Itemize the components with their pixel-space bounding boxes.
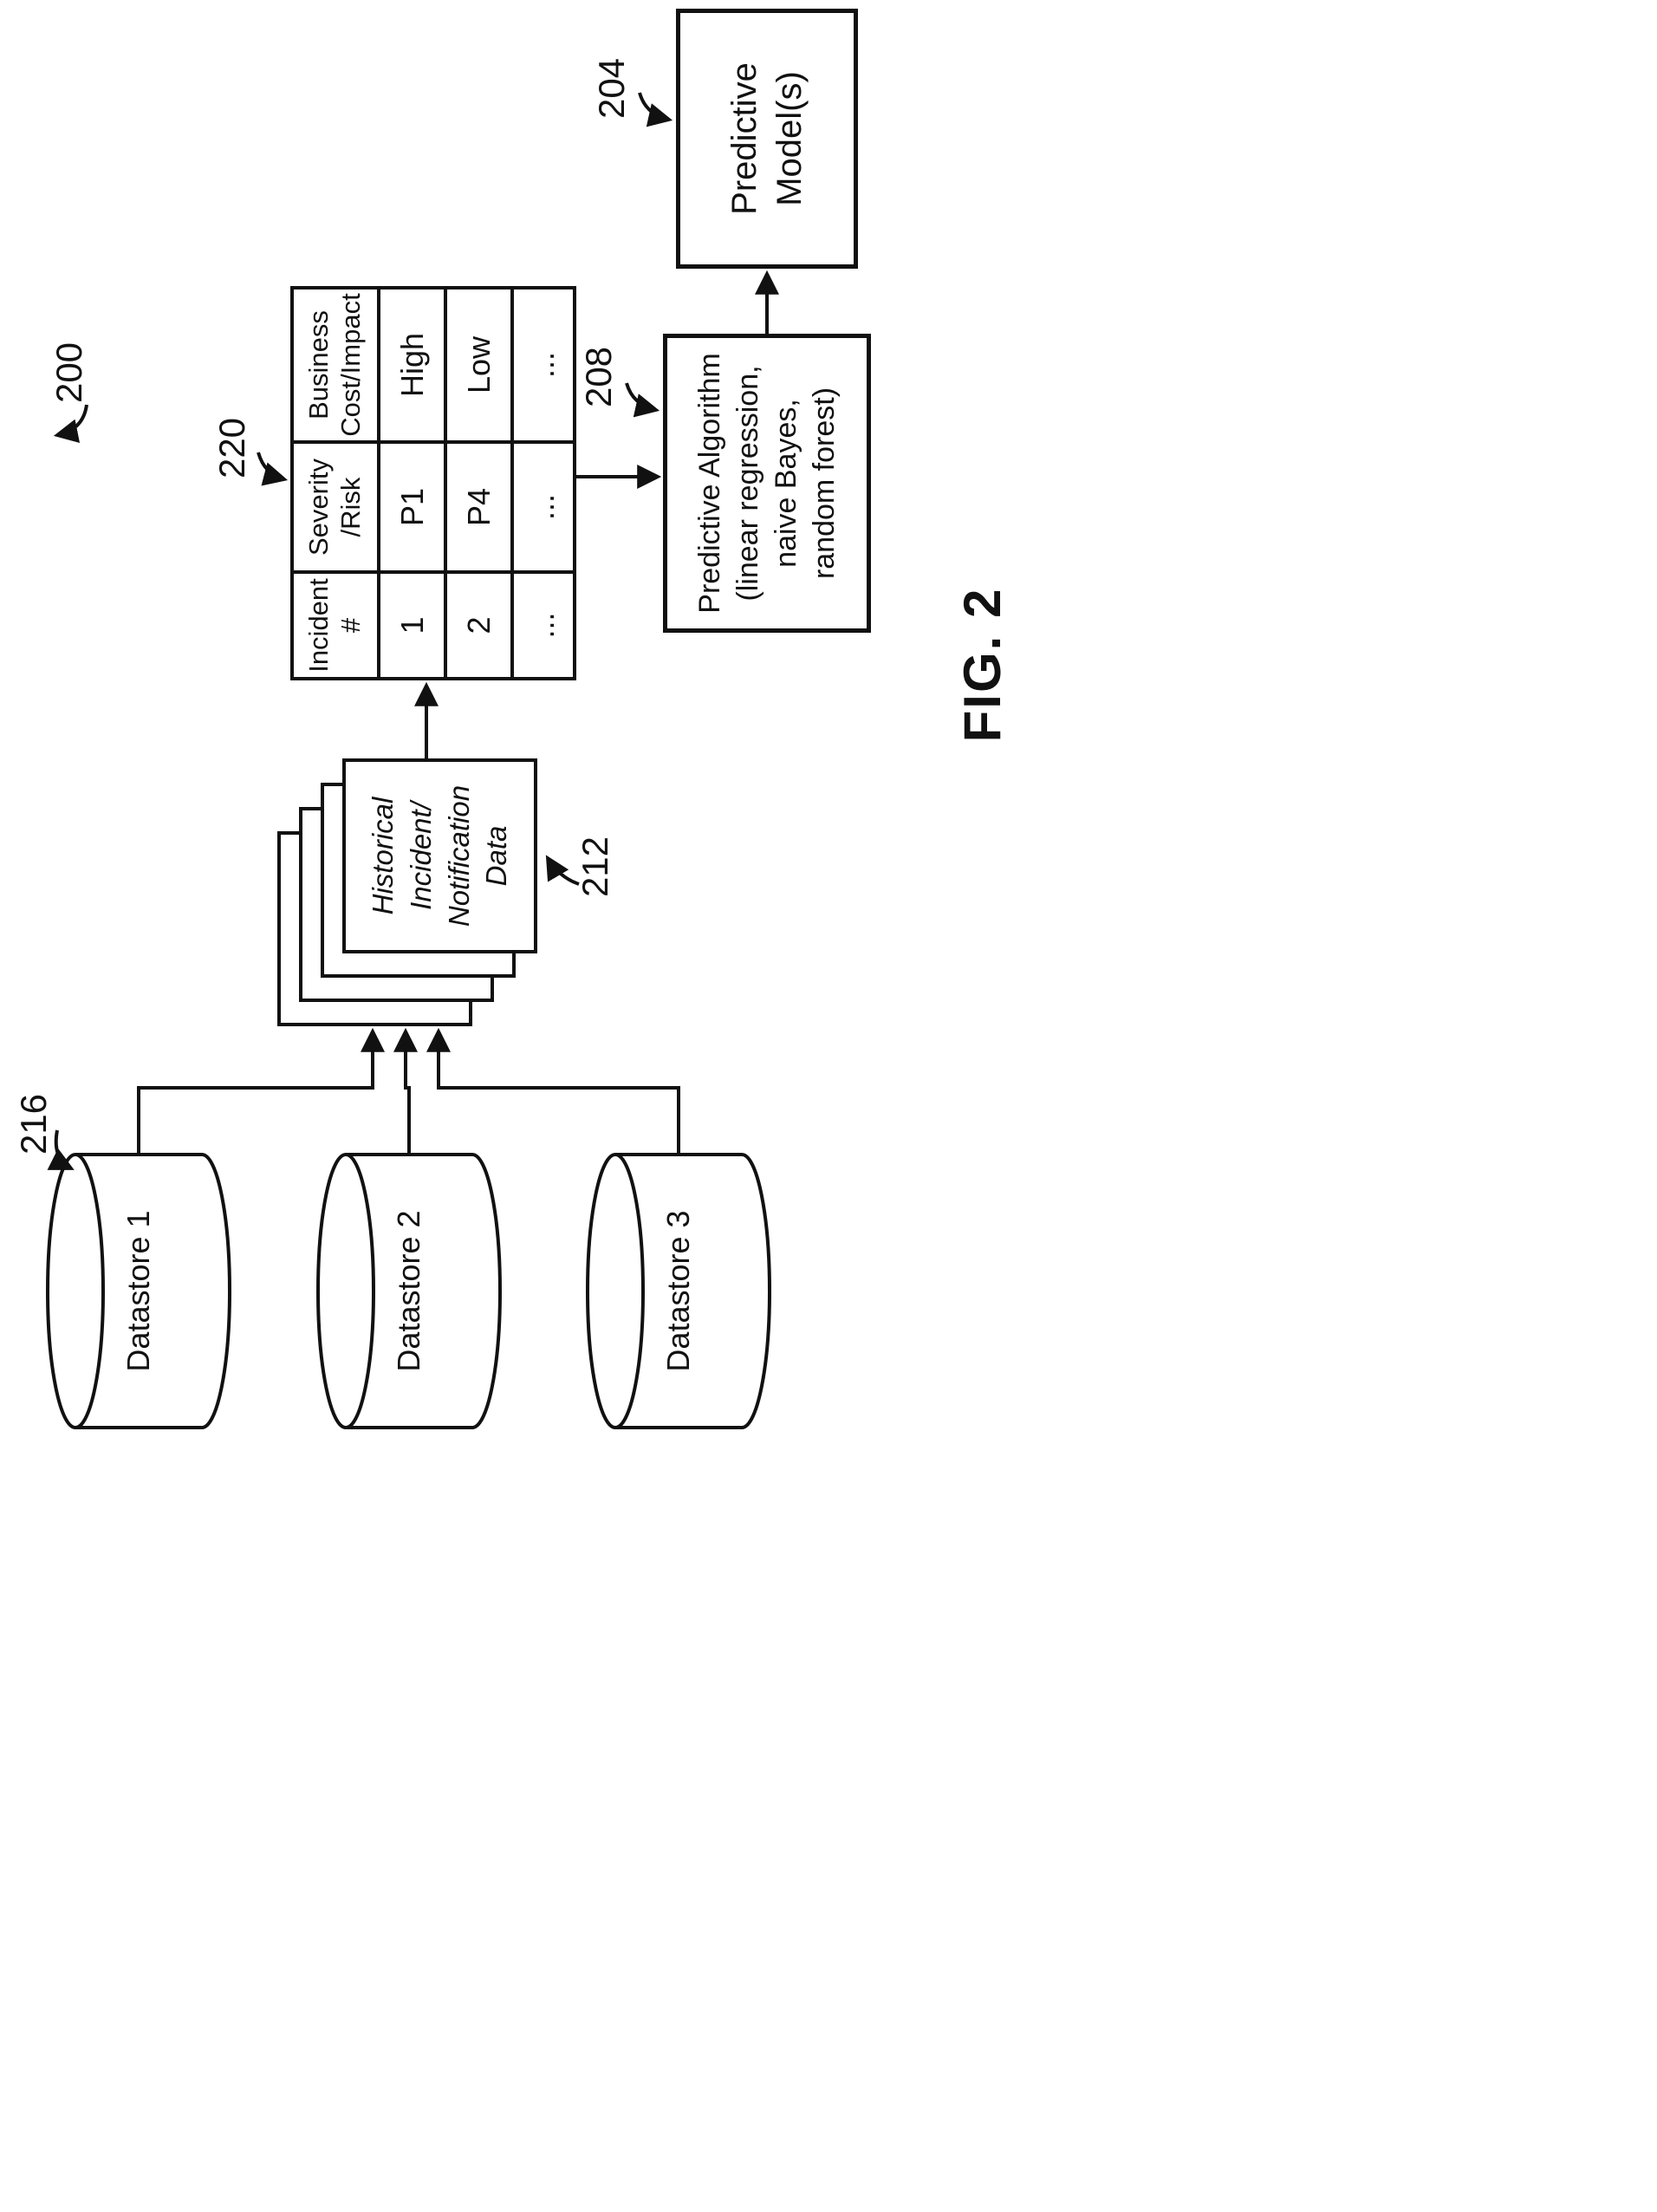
datastore-2-label: Datastore 2 [391, 1210, 426, 1372]
table-cell-r3-incident: ... [514, 570, 573, 677]
ref-arrow-204 [638, 92, 673, 127]
flow-arrow-datastore1-to-documents [137, 1027, 385, 1155]
ref-arrow-216 [47, 1129, 75, 1170]
ref-arrow-212 [545, 855, 580, 886]
datastore-3-label: Datastore 3 [660, 1210, 696, 1372]
table-cell-r1-incident: 1 [380, 570, 447, 677]
table-cell-r3-severity: ... [514, 440, 573, 570]
table-cell-r2-incident: 2 [447, 570, 514, 677]
table-header-severity-risk: Severity /Risk [294, 440, 380, 570]
figure-caption: FIG. 2 [952, 587, 1011, 743]
predictive-model-box: Predictive Model(s) [676, 9, 858, 269]
datastore-1-label: Datastore 1 [120, 1210, 156, 1372]
table-header-business-cost-impact: Business Cost/Impact [294, 290, 380, 440]
ref-label-216: 216 [13, 1093, 54, 1155]
document-stack-label: Historical Incident/ Notification Data [367, 784, 513, 927]
predictive-model-label: Predictive Model(s) [725, 62, 809, 215]
table-cell-r3-impact: ... [525, 352, 561, 379]
document-sheet-front: Historical Incident/ Notification Data [342, 758, 537, 953]
ref-label-212: 212 [575, 836, 615, 898]
ref-arrow-220 [257, 452, 289, 486]
datastore-1-cylinder [46, 1153, 231, 1429]
ref-arrow-200 [53, 404, 88, 444]
flow-arrow-datastore2-to-documents [393, 1027, 418, 1155]
table-cell-r1-severity: P1 [380, 440, 447, 570]
ref-label-220: 220 [211, 417, 252, 479]
predictive-algorithm-box: Predictive Algorithm (linear regression,… [663, 334, 871, 633]
table-cell-r2-impact: Low [447, 290, 514, 440]
table-cell-r2-severity: P4 [447, 440, 514, 570]
datastore-3-cylinder [586, 1153, 771, 1429]
ref-label-200: 200 [49, 342, 89, 404]
flow-arrow-datastore3-to-documents [426, 1027, 680, 1155]
ref-label-204: 204 [591, 57, 632, 120]
table-header-incident-number: Incident # [294, 570, 380, 677]
ref-label-208: 208 [578, 346, 619, 408]
predictive-algorithm-label: Predictive Algorithm (linear regression,… [692, 353, 841, 614]
datastore-2-cylinder [316, 1153, 502, 1429]
table-cell-r1-impact: High [380, 290, 447, 440]
incident-table: Incident # Severity /Risk Business Cost/… [290, 286, 576, 680]
ref-arrow-208 [625, 382, 660, 418]
